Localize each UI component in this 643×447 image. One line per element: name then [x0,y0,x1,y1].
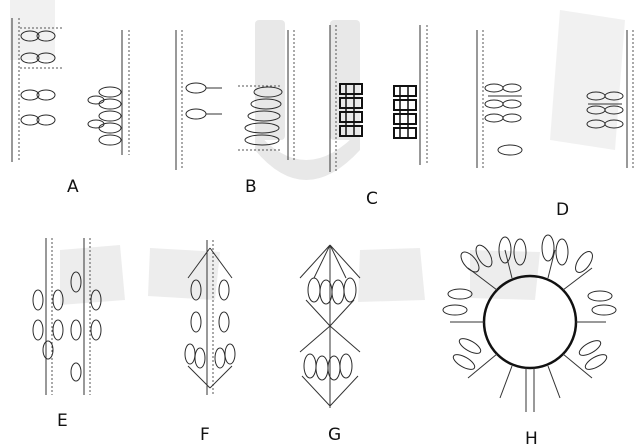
panel-label-d: D [556,200,569,220]
panel-g: G [300,245,360,445]
panel-label-h: H [525,429,538,447]
panel-label-g: G [328,425,341,445]
panel-label-a: A [67,177,79,197]
panel-label-f: F [200,425,210,445]
cell [186,109,206,119]
cell-cluster-right [88,87,121,145]
cell [186,83,206,93]
cell-cluster-right [394,86,416,138]
panel-label-c: C [366,189,378,209]
panel-label-e: E [57,411,68,431]
panel-label-b: B [245,177,257,197]
cell-cluster-left [485,84,522,155]
